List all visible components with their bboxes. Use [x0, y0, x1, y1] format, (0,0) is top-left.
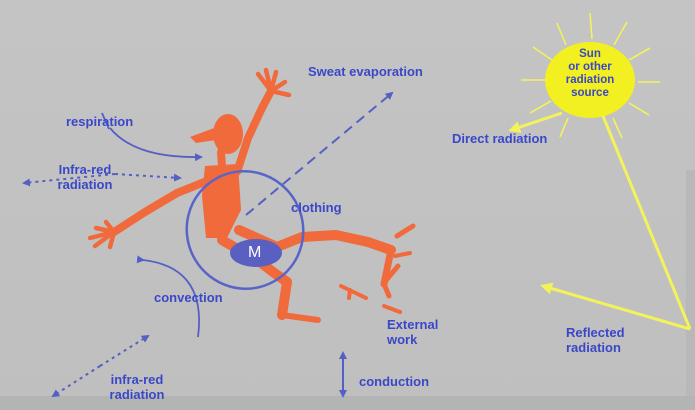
sweat-evaporation-arrow	[246, 93, 392, 215]
infrared-top-label-line1: Infra-red	[40, 162, 130, 177]
convection-label: convection	[154, 290, 223, 305]
direct-radiation-arrow	[511, 113, 562, 130]
sun-label-line2: or other	[558, 61, 622, 74]
sun-label-line1: Sun	[558, 48, 622, 61]
right-texture-band	[686, 170, 695, 396]
infrared-top-label: Infra-red radiation	[40, 162, 130, 192]
respiration-arrow	[110, 128, 201, 157]
reflected-radiation-label: Reflected radiation	[566, 325, 625, 355]
external-work-label: External work	[387, 317, 438, 347]
metabolism-label: M	[248, 244, 261, 262]
infrared-bottom-arrow-down	[53, 366, 100, 396]
sun-label-line3: radiation	[558, 74, 622, 87]
respiration-label: respiration	[66, 114, 133, 129]
infrared-top-label-line2: radiation	[40, 177, 130, 192]
infrared-bottom-label-line2: radiation	[97, 387, 177, 402]
reflected-radiation-label-line1: Reflected	[566, 325, 625, 340]
human-figure	[90, 70, 413, 320]
infrared-bottom-arrow-up	[100, 336, 148, 366]
sun-to-ground-ray	[603, 116, 690, 329]
infrared-bottom-label: infra-red radiation	[97, 372, 177, 402]
clothing-label: clothing	[291, 200, 342, 215]
reflected-radiation-label-line2: radiation	[566, 340, 625, 355]
sun-label: Sun or other radiation source	[558, 48, 622, 100]
reflected-radiation-arrow	[543, 286, 690, 329]
conduction-label: conduction	[359, 374, 429, 389]
external-work-label-line2: work	[387, 332, 438, 347]
direct-radiation-label: Direct radiation	[452, 131, 547, 146]
sweat-evaporation-label: Sweat evaporation	[308, 64, 423, 79]
infrared-bottom-label-line1: infra-red	[97, 372, 177, 387]
sun-label-line4: source	[558, 87, 622, 100]
external-work-label-line1: External	[387, 317, 438, 332]
